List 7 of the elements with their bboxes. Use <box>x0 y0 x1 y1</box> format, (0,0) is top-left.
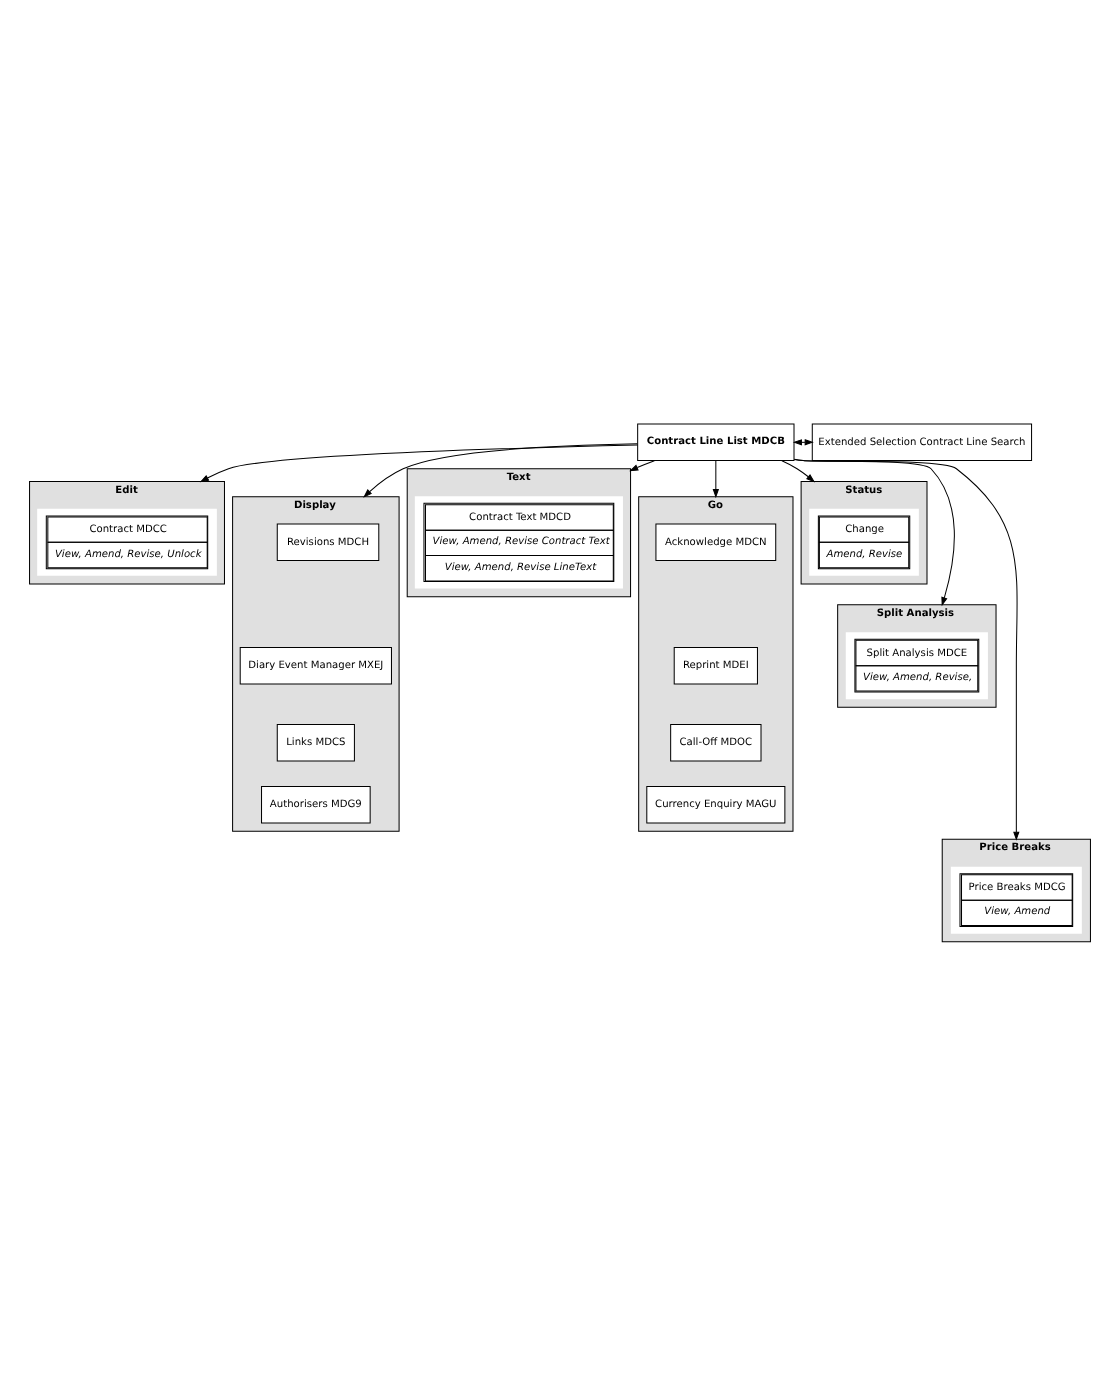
arrow <box>781 460 816 483</box>
arrow <box>629 460 655 472</box>
arrow <box>199 444 639 483</box>
arrow <box>793 458 1020 841</box>
arrow <box>363 443 638 498</box>
arrow <box>712 460 720 499</box>
arrow <box>792 439 814 446</box>
